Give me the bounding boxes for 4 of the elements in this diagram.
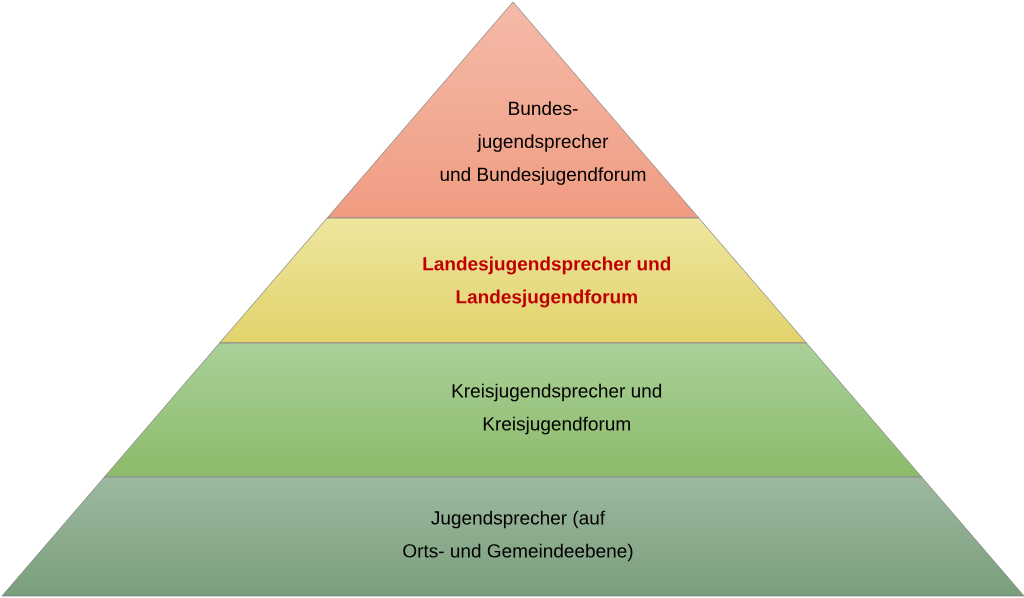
pyramid-tier: Bundes- jugendsprecher und Bundesjugendforum [326,1,700,219]
pyramid-tier: Kreisjugendsprecher und Kreisjugendforum [104,342,922,478]
pyramid-tier: Landesjugendsprecher und Landesjugendforum [219,217,807,344]
pyramid-tier: Jugendsprecher (auf Orts- und Gemeindeebene) [1,476,1024,597]
